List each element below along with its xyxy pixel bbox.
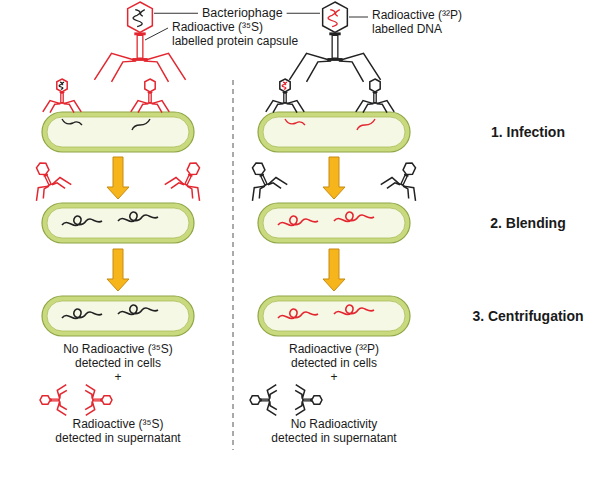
injected-dna bbox=[357, 119, 375, 130]
step-label: 1. Infection bbox=[453, 124, 601, 140]
phage-dna bbox=[334, 212, 374, 222]
detached-phage bbox=[23, 155, 72, 202]
label-slot: + bbox=[108, 370, 128, 384]
annotation: Radioactive (³²P) labelled DNA bbox=[372, 8, 482, 36]
bacterium bbox=[42, 296, 194, 336]
bacterium bbox=[258, 112, 410, 152]
phage-dna bbox=[334, 305, 374, 315]
leader-line bbox=[145, 28, 168, 40]
detached-phage bbox=[239, 155, 288, 202]
leader-line bbox=[154, 13, 198, 14]
label-slot: Bacteriophage bbox=[202, 6, 283, 21]
labelled-dna-phage bbox=[289, 2, 380, 82]
step-label: 2. Blending bbox=[453, 215, 601, 231]
label-slot: Radioactive (³²P) labelled DNA bbox=[372, 8, 482, 36]
label-slot: + bbox=[324, 370, 344, 384]
label-slot: 1. Infection bbox=[453, 124, 601, 140]
attached-phage bbox=[356, 79, 394, 113]
phage-dna bbox=[278, 309, 318, 319]
injected-dna bbox=[132, 119, 150, 130]
label-slot: 2. Blending bbox=[453, 215, 601, 231]
step-arrow bbox=[323, 249, 345, 291]
label-slot: Radioactive (³²P) detected in cells bbox=[266, 342, 402, 370]
label-slot: 3. Centrifugation bbox=[453, 308, 601, 324]
result-text: Radioactive (³⁵S) detected in supernatan… bbox=[50, 417, 186, 445]
plus-sign: + bbox=[108, 370, 128, 384]
step-arrow bbox=[323, 157, 345, 199]
phage-ghost bbox=[295, 385, 322, 416]
phage-ghost bbox=[85, 385, 112, 416]
label-slot: Radioactive (³⁵S) labelled protein capsu… bbox=[172, 20, 303, 48]
step-arrow bbox=[107, 249, 129, 291]
step-arrow bbox=[107, 157, 129, 199]
leader-line bbox=[287, 13, 320, 14]
result-text: No Radioactivity detected in supernatant bbox=[269, 417, 399, 445]
attached-phage bbox=[131, 79, 169, 113]
bacterium bbox=[258, 203, 410, 243]
step-label: 3. Centrifugation bbox=[453, 308, 601, 324]
phage-dna bbox=[62, 309, 102, 319]
phage-label: Bacteriophage bbox=[202, 6, 283, 21]
label-slot: No Radioactive (³⁵S) detected in cells bbox=[50, 342, 186, 370]
phage-ghost bbox=[250, 385, 277, 416]
detached-phage bbox=[380, 155, 429, 202]
bacterium bbox=[258, 296, 410, 336]
attached-phage bbox=[266, 79, 304, 113]
phage-dna bbox=[118, 212, 158, 222]
label-slot: No Radioactivity detected in supernatant bbox=[269, 417, 399, 445]
labelled-protein-phage bbox=[94, 2, 185, 82]
injected-dna bbox=[62, 119, 82, 125]
bacterium bbox=[42, 112, 194, 152]
result-text: No Radioactive (³⁵S) detected in cells bbox=[50, 342, 186, 370]
label-slot: Radioactive (³⁵S) detected in supernatan… bbox=[50, 417, 186, 445]
attached-phage bbox=[43, 79, 81, 113]
leader-line bbox=[349, 17, 368, 18]
plus-sign: + bbox=[324, 370, 344, 384]
phage-dna bbox=[62, 216, 102, 226]
detached-phage bbox=[164, 155, 213, 202]
phage-dna bbox=[118, 305, 158, 315]
result-text: Radioactive (³²P) detected in cells bbox=[266, 342, 402, 370]
annotation: Radioactive (³⁵S) labelled protein capsu… bbox=[172, 20, 303, 48]
injected-dna bbox=[285, 119, 305, 125]
phage-dna bbox=[278, 216, 318, 226]
divider-line bbox=[233, 80, 234, 450]
phage-ghost bbox=[40, 385, 67, 416]
bacterium bbox=[42, 203, 194, 243]
